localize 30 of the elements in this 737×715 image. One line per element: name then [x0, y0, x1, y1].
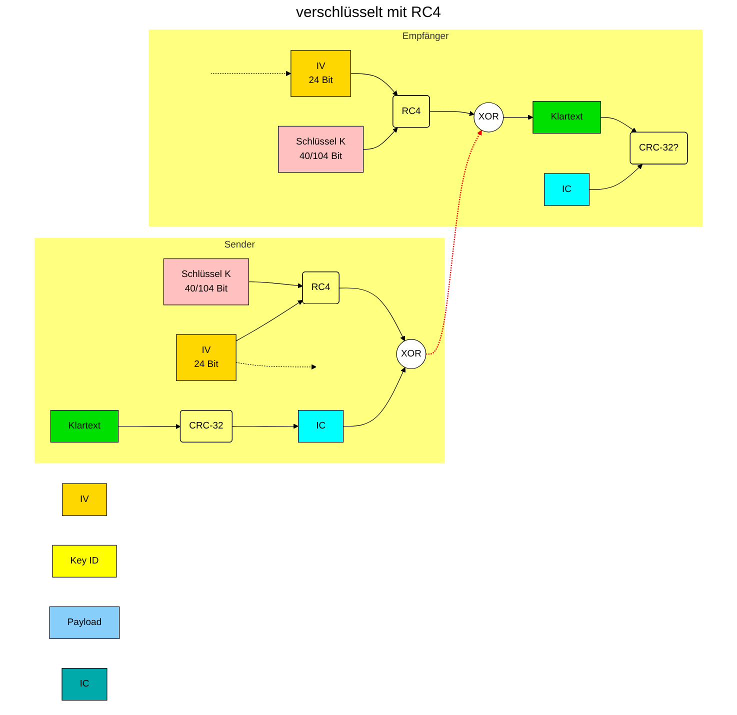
node-box: IC	[62, 668, 108, 701]
arrow	[210, 70, 292, 76]
arrow	[600, 117, 637, 133]
arrow	[343, 367, 406, 427]
arrow	[350, 73, 398, 96]
arrow	[503, 114, 534, 120]
node-box: Klartext	[532, 101, 601, 134]
node-box: Schlüssel K 40/104 Bit	[163, 258, 249, 306]
node-box: Schlüssel K 40/104 Bit	[278, 126, 364, 173]
node-box: IV 24 Bit	[290, 50, 351, 97]
arrow	[426, 130, 482, 355]
node-circle: XOR	[396, 339, 426, 370]
arrow	[339, 288, 405, 342]
node-box: IC	[298, 410, 344, 443]
node-circle: XOR	[474, 102, 504, 132]
note-text: verschlüsselt mit RC4	[296, 4, 442, 21]
arrow	[236, 362, 317, 370]
node-box: Klartext	[50, 410, 119, 443]
arrow	[588, 164, 643, 190]
arrow	[430, 110, 474, 116]
arrow	[232, 424, 299, 429]
node-box: IV 24 Bit	[176, 334, 236, 381]
arrow	[248, 282, 303, 288]
node-box: Payload	[49, 606, 120, 639]
arrow	[118, 424, 181, 430]
node-box: IC	[544, 173, 590, 206]
arrow	[236, 300, 303, 342]
node-box: IV	[62, 483, 107, 516]
arrow	[363, 127, 398, 150]
node-box: Key ID	[52, 544, 117, 578]
